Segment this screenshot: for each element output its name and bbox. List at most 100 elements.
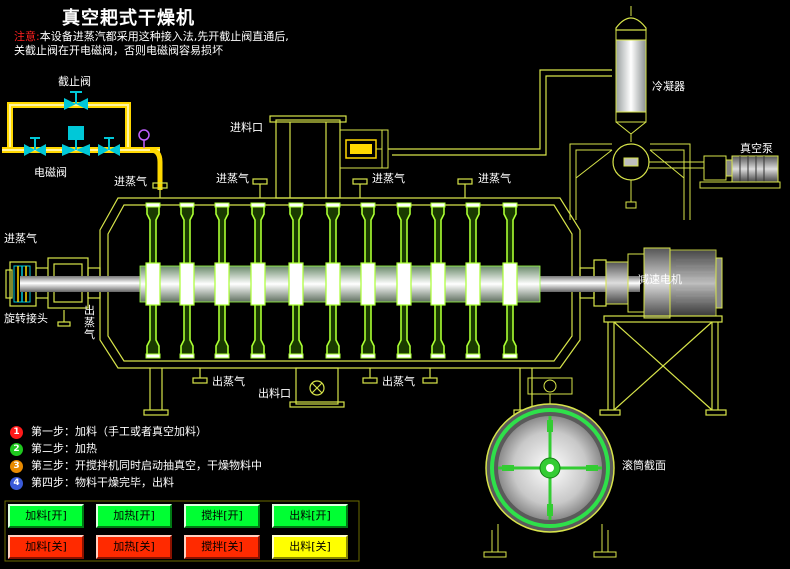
rake-hub: [396, 262, 412, 306]
lower-rake-blade: [466, 301, 480, 357]
lower-rake-blade: [289, 301, 303, 357]
stir-on-button[interactable]: 搅拌[开]: [184, 504, 260, 528]
lower-rake-tip: [145, 353, 161, 359]
drum-cross-section: [483, 377, 617, 558]
lower-rake-tip: [325, 353, 341, 359]
lower-rake-blade: [361, 301, 375, 357]
upper-rake-tip: [396, 202, 412, 208]
reducer-motor-icon: [605, 247, 723, 319]
rake-hub: [179, 262, 195, 306]
rake-hub: [288, 262, 304, 306]
lower-rake-blade: [251, 301, 265, 357]
dryer-vessel: [5, 115, 607, 416]
discharge-on-button[interactable]: 出料[开]: [272, 504, 348, 528]
upper-rake-tip: [214, 202, 230, 208]
step-1-text: 第一步：加料（手工或者真空加料）: [31, 425, 207, 438]
solenoid-valve-icon[interactable]: [62, 126, 90, 156]
upper-rake-tip: [325, 202, 341, 208]
upper-rake-tip: [465, 202, 481, 208]
lower-rake-tip: [360, 353, 376, 359]
upper-rake-tip: [145, 202, 161, 208]
step-2-badge: 2: [10, 442, 23, 456]
discharge-off-button[interactable]: 出料[关]: [272, 535, 348, 559]
upper-rake-tip: [179, 202, 195, 208]
feed-off-button[interactable]: 加料[关]: [8, 535, 84, 559]
upper-rake-blade: [289, 204, 303, 267]
upper-rake-tip: [430, 202, 446, 208]
bottom-valve-right-icon[interactable]: [98, 137, 120, 156]
upper-rake-blade: [180, 204, 194, 267]
lower-rake-tip: [430, 353, 446, 359]
heat-off-button[interactable]: 加热[关]: [96, 535, 172, 559]
stop-valve-icon[interactable]: [64, 91, 88, 110]
lower-rake-tip: [214, 353, 230, 359]
rake-hub: [360, 262, 376, 306]
solenoid-valve-label: 电磁阀: [34, 166, 67, 179]
steam-out-side-label: 出蒸气: [84, 304, 95, 341]
lower-rake-blade: [326, 301, 340, 357]
steam-in-label-2: 进蒸气: [216, 172, 249, 185]
lower-rake-tip: [179, 353, 195, 359]
rake-hub: [145, 262, 161, 306]
upper-rake-blade: [251, 204, 265, 267]
steam-out-label-1: 出蒸气: [212, 375, 245, 388]
upper-rake-blade: [431, 204, 445, 267]
steam-inlet-piping: [2, 91, 163, 190]
stir-off-button[interactable]: 搅拌[关]: [184, 535, 260, 559]
upper-rake-tip: [360, 202, 376, 208]
vacuum-pump-label: 真空泵: [740, 142, 773, 155]
rake-hub: [502, 262, 518, 306]
step-3-badge: 3: [10, 459, 23, 473]
rake-hub: [250, 262, 266, 306]
lower-rake-tip: [288, 353, 304, 359]
lower-rake-blade: [180, 301, 194, 357]
stop-valve-label: 截止阀: [58, 75, 91, 88]
step-2: 2 第二步：加热: [10, 441, 97, 457]
step-4-text: 第四步：物料干燥完毕，出料: [31, 476, 174, 489]
lower-rake-tip: [465, 353, 481, 359]
vacuum-line: [388, 69, 612, 156]
condenser: [569, 6, 704, 220]
lower-rake-tip: [502, 353, 518, 359]
heat-on-button[interactable]: 加热[开]: [96, 504, 172, 528]
feed-on-button[interactable]: 加料[开]: [8, 504, 84, 528]
operation-note: 注意:本设备进蒸汽都采用这种接入法,先开截止阀直通后,关截止阀在开电磁阀，否则电…: [14, 30, 299, 58]
feed-port-label: 进料口: [230, 121, 263, 134]
upper-rake-blade: [466, 204, 480, 267]
lower-rake-tip: [250, 353, 266, 359]
page-title: 真空耙式干燥机: [62, 8, 195, 29]
pressure-gauge-icon: [138, 129, 150, 148]
rake-hub: [465, 262, 481, 306]
upper-rake-tip: [250, 202, 266, 208]
steam-out-label-2: 出蒸气: [382, 375, 415, 388]
lower-rake-blade: [397, 301, 411, 357]
rake-hub: [430, 262, 446, 306]
step-2-text: 第二步：加热: [31, 442, 97, 455]
steam-in-label-3: 进蒸气: [372, 172, 405, 185]
vacuum-pump-icon: [699, 155, 781, 189]
note-label: 注意:: [14, 30, 40, 43]
upper-rake-tip: [502, 202, 518, 208]
upper-rake-blade: [146, 204, 160, 267]
discharge-port-label: 出料口: [258, 387, 291, 400]
upper-rake-blade: [503, 204, 517, 267]
steam-in-label-4: 进蒸气: [478, 172, 511, 185]
rake-hub: [325, 262, 341, 306]
drum-section-label: 滚筒截面: [622, 459, 666, 472]
upper-rake-tip: [288, 202, 304, 208]
condenser-label: 冷凝器: [652, 80, 685, 93]
upper-rake-blade: [397, 204, 411, 267]
steam-in-left-label: 进蒸气: [4, 232, 37, 245]
feed-valve-icon: [339, 129, 389, 169]
reducer-motor-label: 减速电机: [638, 273, 682, 286]
rotary-joint-label: 旋转接头: [4, 312, 48, 325]
lower-rake-blade: [431, 301, 445, 357]
button-panel-frame: [4, 500, 360, 562]
motor-stand: [599, 315, 727, 416]
upper-rake-blade: [326, 204, 340, 267]
bottom-valve-left-icon[interactable]: [24, 137, 46, 156]
